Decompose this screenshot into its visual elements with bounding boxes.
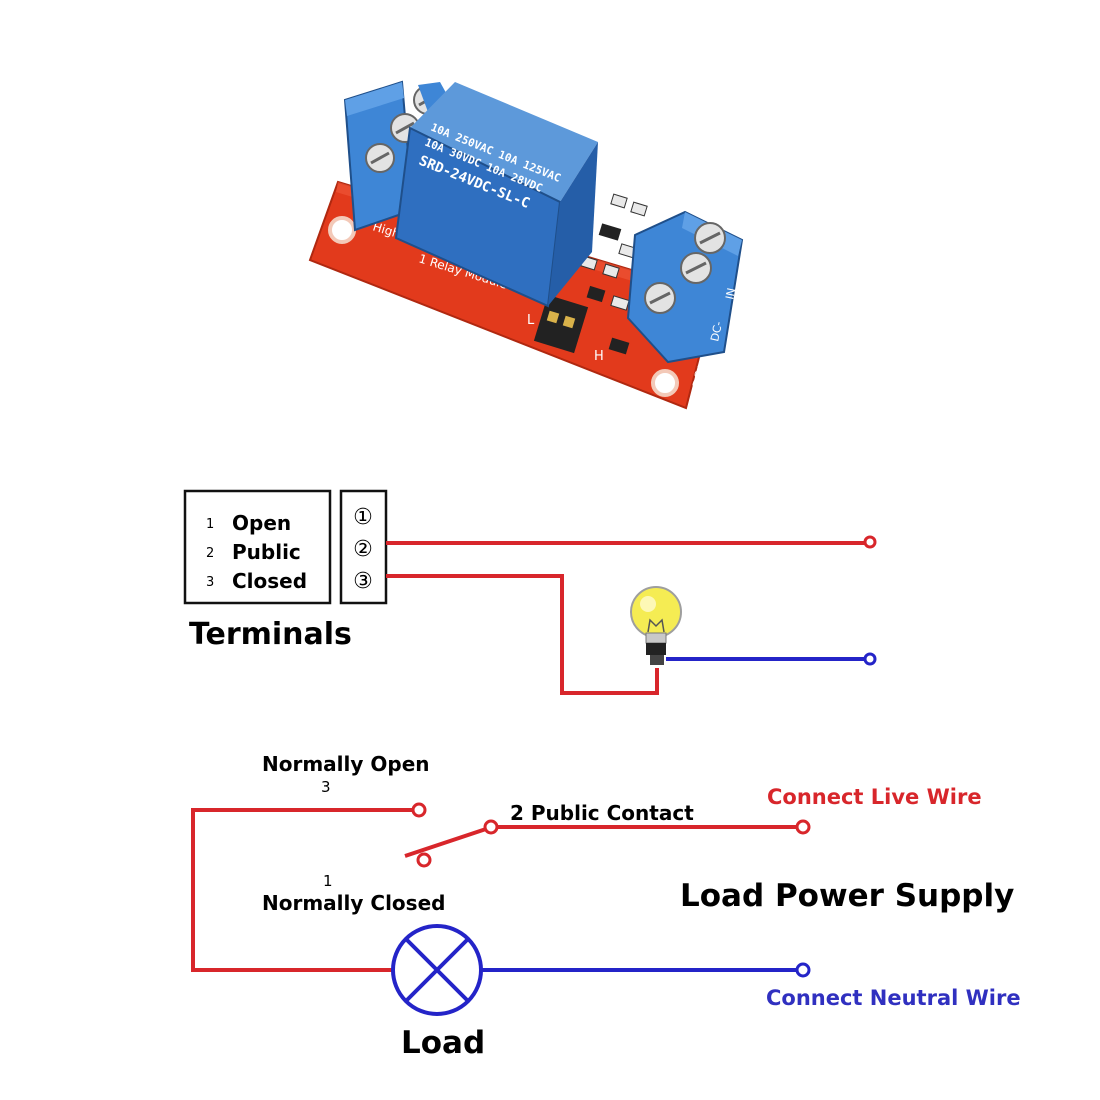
trigger-jumper: L H — [527, 294, 604, 364]
terminal-strip — [339, 489, 388, 605]
load-power-supply-label: Load Power Supply — [680, 878, 1014, 914]
connect-live-label: Connect Live Wire — [767, 785, 982, 809]
normally-closed-num: 1 — [323, 872, 333, 890]
terminal-3-symbol: ③ — [353, 569, 373, 594]
load-label: Load — [401, 1025, 485, 1061]
upper-wiring — [386, 535, 877, 695]
input-label-in: IN — [723, 287, 738, 301]
no-contact — [411, 802, 427, 818]
load-return-wire — [191, 808, 413, 972]
legend-num-2: 2 — [206, 546, 214, 561]
input-label-dcminus: DC- — [708, 320, 725, 342]
neutral-terminal-bottom — [795, 962, 811, 978]
lamp-symbol-icon — [391, 924, 483, 1016]
connect-neutral-label: Connect Neutral Wire — [766, 986, 1021, 1010]
normally-open-num: 3 — [321, 778, 331, 796]
neutral-terminal-top — [863, 652, 877, 666]
legend-label-closed: Closed — [232, 569, 307, 593]
mounting-hole — [651, 369, 679, 397]
relay-cube: 10A 250VAC 10A 125VAC 10A 30VDC 10A 28VD… — [394, 82, 598, 308]
lightbulb-icon — [630, 586, 682, 665]
input-terminal-block: DC+ DC- IN — [626, 210, 744, 389]
legend-label-open: Open — [232, 511, 291, 535]
public-contact — [483, 819, 499, 835]
live-terminal-top — [863, 535, 877, 549]
normally-open-label: Normally Open — [262, 752, 430, 776]
terminals-caption: Terminals — [189, 617, 352, 652]
jumper-label-l: L — [527, 313, 535, 328]
closed-wire-path — [386, 574, 659, 695]
relay-module: L H High/Low Level Trigger 1 Relay Modul… — [308, 80, 744, 410]
legend-num-1: 1 — [206, 517, 214, 532]
normally-closed-label: Normally Closed — [262, 891, 445, 915]
terminal-2-symbol: ② — [353, 537, 373, 562]
nc-contact — [416, 852, 432, 868]
jumper-label-h: H — [594, 349, 604, 364]
switch-arm — [404, 827, 487, 858]
live-terminal-bottom — [795, 819, 811, 835]
mounting-hole — [328, 216, 356, 244]
terminal-legend: 1 Open 2 Public 3 Closed ① ② ③ Terminals — [183, 489, 388, 652]
lower-circuit: Normally Open 3 2 Public Contact Connect… — [191, 752, 1021, 1061]
legend-box — [183, 489, 332, 605]
public-contact-label: 2 Public Contact — [510, 801, 694, 825]
legend-num-3: 3 — [206, 575, 214, 590]
terminal-1-symbol: ① — [353, 505, 373, 530]
legend-label-public: Public — [232, 540, 301, 564]
input-label-dcplus: DC+ — [690, 361, 708, 389]
